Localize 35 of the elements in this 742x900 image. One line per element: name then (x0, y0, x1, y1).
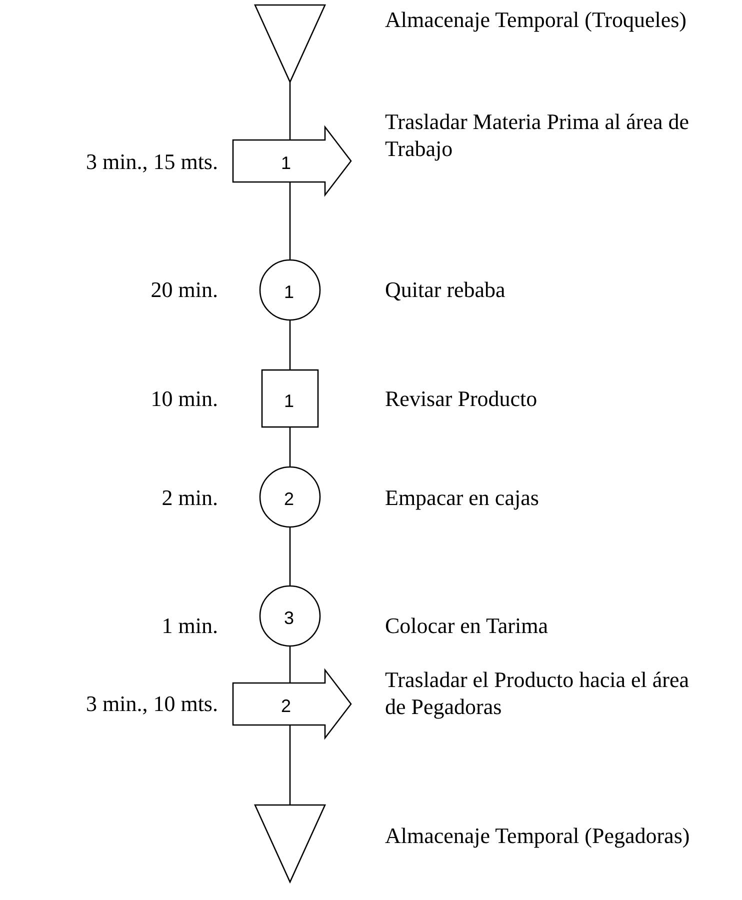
connector-line (289, 427, 291, 467)
step-description: Almacenaje Temporal (Pegadoras) (385, 822, 691, 849)
duration-label: 3 min., 15 mts. (84, 148, 218, 175)
storage-triangle (255, 805, 325, 882)
connector-line (289, 725, 291, 805)
inspection-square (262, 370, 318, 427)
operation-circle (260, 260, 320, 320)
transport-arrow (233, 670, 351, 738)
transport-arrow (233, 127, 351, 195)
step-number: 2 (284, 489, 294, 509)
connector-line (289, 320, 291, 370)
duration-label: 2 min. (160, 484, 218, 511)
step-description: Revisar Producto (385, 385, 538, 412)
duration-label: 10 min. (150, 385, 218, 412)
step-description: Almacenaje Temporal (Troqueles) (385, 6, 688, 33)
step-description: Colocar en Tarima (385, 612, 549, 639)
step-description: Trasladar Materia Prima al área de Trabajo (385, 108, 690, 162)
connector-line (289, 82, 291, 140)
step-number: 3 (284, 608, 294, 628)
step-number: 1 (284, 282, 294, 302)
step-description: Quitar rebaba (385, 276, 506, 303)
duration-label: 1 min. (160, 612, 218, 639)
duration-label: 3 min., 10 mts. (84, 690, 218, 717)
step-number: 1 (281, 153, 292, 173)
storage-triangle (255, 5, 325, 82)
step-number: 2 (281, 696, 292, 716)
connector-line (289, 527, 291, 586)
duration-label: 20 min. (150, 276, 218, 303)
step-number: 1 (284, 390, 294, 410)
operation-circle (260, 586, 320, 646)
operation-circle (260, 467, 320, 527)
step-description: Empacar en cajas (385, 484, 540, 511)
connector-line (289, 182, 291, 260)
step-description: Trasladar el Producto hacia el área de Pegadoras (385, 666, 690, 720)
connector-line (289, 646, 291, 683)
